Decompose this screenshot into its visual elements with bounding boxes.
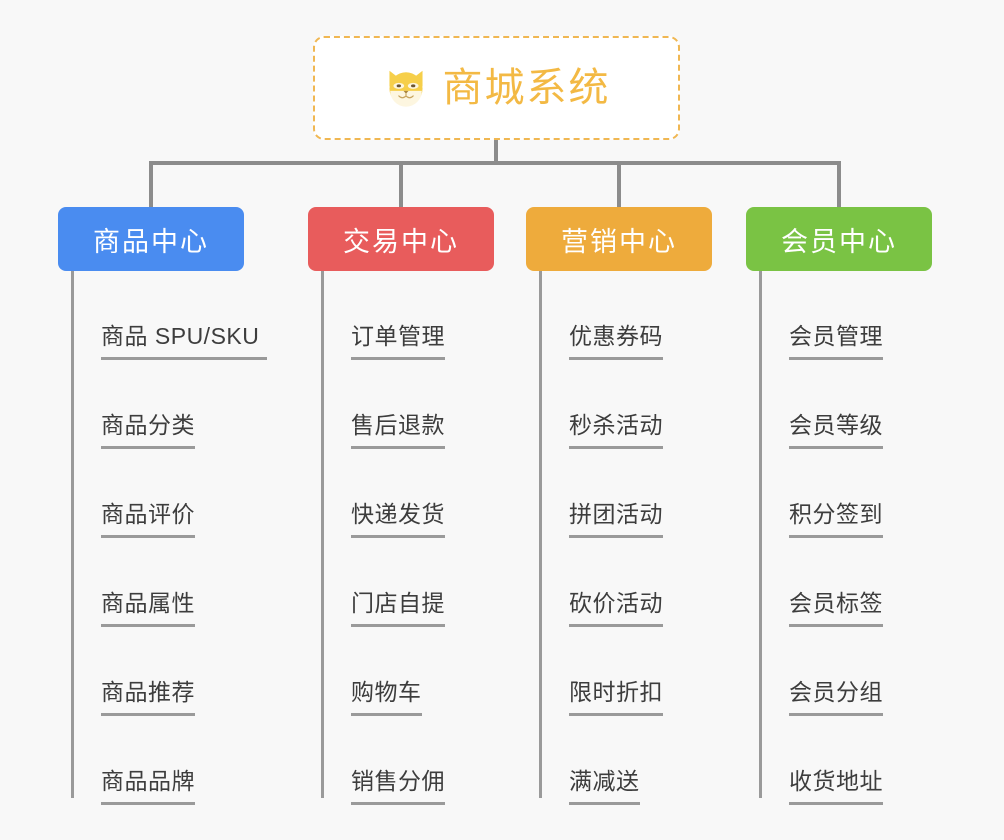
leaf-label: 会员等级 xyxy=(789,414,883,449)
root-title: 商城系统 xyxy=(442,66,611,110)
leaf-item[interactable]: 售后退款 xyxy=(322,360,494,449)
leaf-label: 售后退款 xyxy=(351,414,445,449)
leaf-label: 秒杀活动 xyxy=(569,414,663,449)
leaf-item[interactable]: 商品属性 xyxy=(72,538,244,627)
connector-drop-4 xyxy=(837,161,841,207)
leaf-item[interactable]: 会员管理 xyxy=(760,271,932,360)
leaf-label: 订单管理 xyxy=(351,325,445,360)
category-header-2[interactable]: 交易中心 xyxy=(308,207,494,271)
leaf-label: 会员管理 xyxy=(789,325,883,360)
leaf-label: 满减送 xyxy=(569,770,640,805)
category-header-label: 会员中心 xyxy=(781,226,897,257)
leaf-label: 购物车 xyxy=(351,681,422,716)
leaf-item[interactable]: 会员等级 xyxy=(760,360,932,449)
leaf-item[interactable]: 商品品牌 xyxy=(72,716,244,805)
leaf-label: 商品 SPU/SKU xyxy=(101,325,268,360)
leaf-item[interactable]: 优惠券码 xyxy=(540,271,712,360)
leaf-label: 快递发货 xyxy=(351,503,445,538)
leaf-item[interactable]: 会员分组 xyxy=(760,627,932,716)
leaf-list-3: 优惠券码 秒杀活动 拼团活动 砍价活动 限时折扣 满减送 xyxy=(526,271,712,805)
leaf-item[interactable]: 砍价活动 xyxy=(540,538,712,627)
leaf-item[interactable]: 秒杀活动 xyxy=(540,360,712,449)
category-header-label: 商品中心 xyxy=(93,226,209,257)
leaf-label: 砍价活动 xyxy=(569,592,663,627)
connector-horizontal-bus xyxy=(150,161,840,165)
connector-drop-3 xyxy=(617,161,621,207)
leaf-item[interactable]: 订单管理 xyxy=(322,271,494,360)
leaf-label: 商品评价 xyxy=(101,503,195,538)
leaf-label: 会员分组 xyxy=(789,681,883,716)
leaf-item[interactable]: 收货地址 xyxy=(760,716,932,805)
leaf-label: 商品品牌 xyxy=(101,770,195,805)
leaf-item[interactable]: 满减送 xyxy=(540,716,712,805)
leaf-item[interactable]: 会员标签 xyxy=(760,538,932,627)
category-column-2: 交易中心 订单管理 售后退款 快递发货 门店自提 购物车 销售分佣 xyxy=(308,207,494,805)
leaf-item[interactable]: 快递发货 xyxy=(322,449,494,538)
leaf-item[interactable]: 积分签到 xyxy=(760,449,932,538)
leaf-item[interactable]: 商品 SPU/SKU xyxy=(72,271,268,360)
connector-drop-2 xyxy=(399,161,403,207)
category-column-4: 会员中心 会员管理 会员等级 积分签到 会员标签 会员分组 收货地址 xyxy=(746,207,932,805)
leaf-trunk-line xyxy=(321,271,324,798)
leaf-list-1: 商品 SPU/SKU 商品分类 商品评价 商品属性 商品推荐 商品品牌 xyxy=(58,271,268,805)
leaf-label: 门店自提 xyxy=(351,592,445,627)
leaf-label: 积分签到 xyxy=(789,503,883,538)
leaf-item[interactable]: 门店自提 xyxy=(322,538,494,627)
leaf-label: 拼团活动 xyxy=(569,503,663,538)
leaf-item[interactable]: 拼团活动 xyxy=(540,449,712,538)
leaf-item[interactable]: 商品推荐 xyxy=(72,627,244,716)
leaf-label: 商品分类 xyxy=(101,414,195,449)
leaf-list-4: 会员管理 会员等级 积分签到 会员标签 会员分组 收货地址 xyxy=(746,271,932,805)
leaf-trunk-line xyxy=(71,271,74,798)
leaf-label: 收货地址 xyxy=(789,770,883,805)
category-header-label: 交易中心 xyxy=(343,226,459,257)
leaf-label: 会员标签 xyxy=(789,592,883,627)
leaf-label: 商品推荐 xyxy=(101,681,195,716)
category-header-1[interactable]: 商品中心 xyxy=(58,207,244,271)
leaf-item[interactable]: 商品分类 xyxy=(72,360,244,449)
shiba-dog-face-icon xyxy=(383,65,429,111)
leaf-label: 商品属性 xyxy=(101,592,195,627)
leaf-trunk-line xyxy=(539,271,542,798)
category-header-4[interactable]: 会员中心 xyxy=(746,207,932,271)
leaf-label: 优惠券码 xyxy=(569,325,663,360)
leaf-item[interactable]: 购物车 xyxy=(322,627,494,716)
category-header-label: 营销中心 xyxy=(561,226,677,257)
leaf-trunk-line xyxy=(759,271,762,798)
category-column-3: 营销中心 优惠券码 秒杀活动 拼团活动 砍价活动 限时折扣 满减送 xyxy=(526,207,712,805)
leaf-label: 限时折扣 xyxy=(569,681,663,716)
leaf-item[interactable]: 限时折扣 xyxy=(540,627,712,716)
leaf-item[interactable]: 销售分佣 xyxy=(322,716,494,805)
connector-drop-1 xyxy=(149,161,153,207)
leaf-label: 销售分佣 xyxy=(351,770,445,805)
category-column-1: 商品中心 商品 SPU/SKU 商品分类 商品评价 商品属性 商品推荐 商品品牌 xyxy=(58,207,268,805)
connector-root-stem xyxy=(494,140,498,164)
root-node[interactable]: 商城系统 xyxy=(313,36,680,140)
leaf-item[interactable]: 商品评价 xyxy=(72,449,244,538)
leaf-list-2: 订单管理 售后退款 快递发货 门店自提 购物车 销售分佣 xyxy=(308,271,494,805)
category-header-3[interactable]: 营销中心 xyxy=(526,207,712,271)
